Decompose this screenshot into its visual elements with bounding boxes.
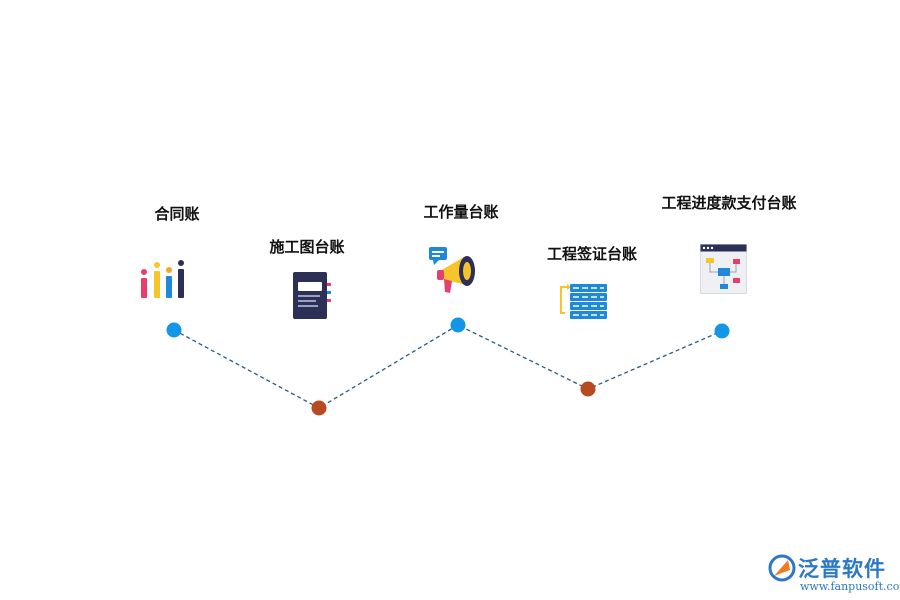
node-label-2: 施工图台账 (269, 238, 345, 256)
node-dot-5 (714, 323, 730, 339)
server-rack-icon (560, 284, 607, 319)
watermark-url: www.fanpusoft.com (800, 580, 900, 593)
node-label-3: 工作量台账 (423, 203, 499, 221)
watermark: 泛普软件 www.fanpusoft.com (768, 552, 900, 594)
node-label-1: 合同账 (154, 205, 200, 223)
node-dot-2 (311, 400, 327, 416)
node-dot-3 (450, 317, 466, 333)
megaphone-icon (429, 247, 475, 293)
fanpu-logo-icon (768, 554, 796, 582)
watermark-name: 泛普软件 (798, 557, 886, 581)
node-dot-1 (166, 322, 182, 338)
flowchart-window-icon (700, 244, 747, 294)
node-dot-4 (580, 381, 596, 397)
connector-line (173, 324, 723, 409)
node-label-5: 工程进度款支付台账 (661, 194, 797, 212)
notebook-icon (293, 272, 331, 319)
bar-chart-icon (141, 260, 184, 298)
node-label-4: 工程签证台账 (546, 245, 638, 263)
